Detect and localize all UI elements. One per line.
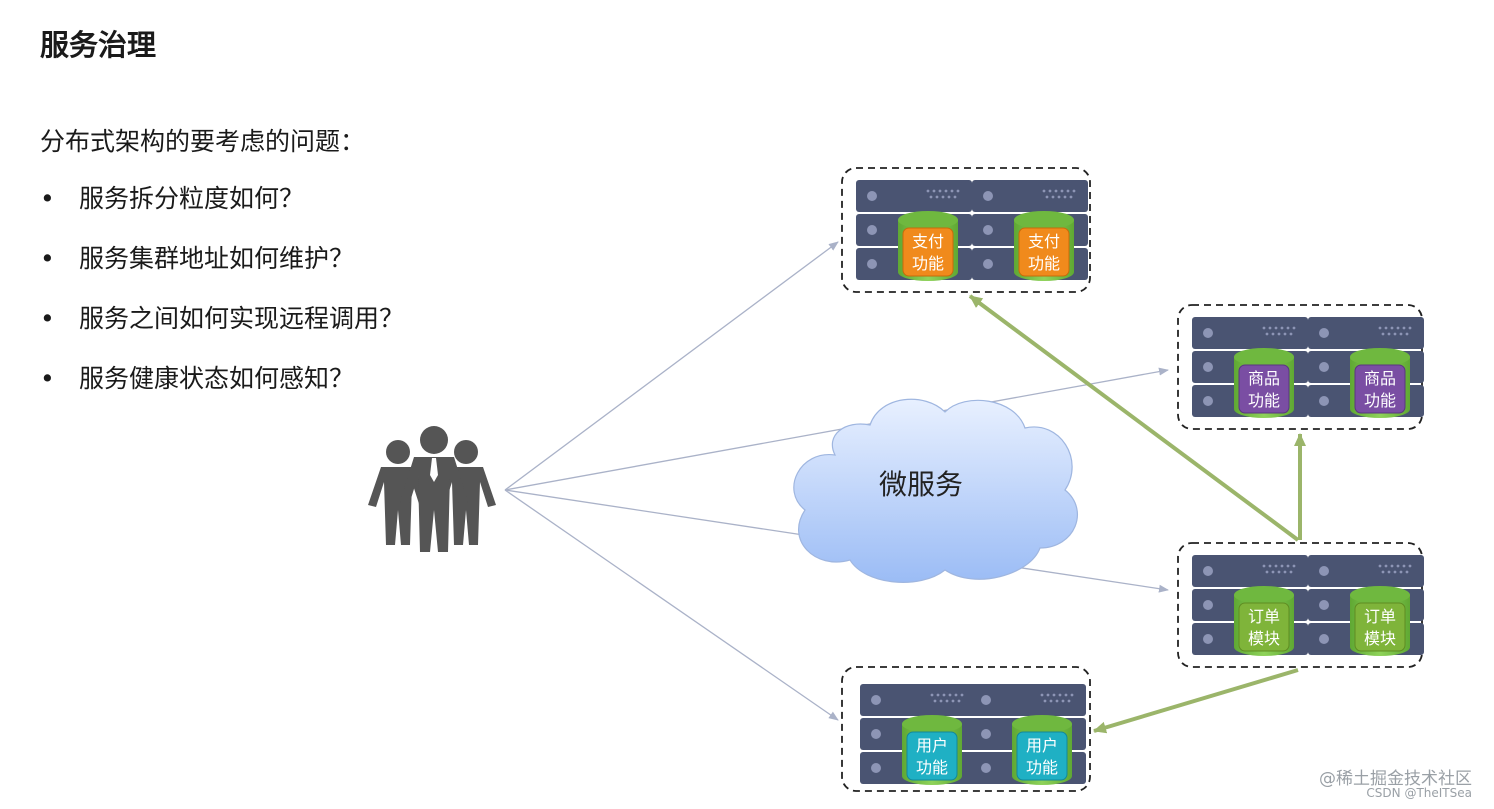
bullet-marker: • [40,244,55,273]
module-label-line1: 用户 [916,736,948,755]
module-label-line2: 功能 [1364,391,1396,410]
service-call-arrows [968,294,1306,734]
module-label-line1: 商品 [1248,369,1280,388]
product-cluster: 商品 功能 商品 功能 [1177,304,1424,430]
question-text: 服务集群地址如何维护？ [79,244,355,273]
arrow-to-product [504,367,1169,491]
module-label-line2: 功能 [1028,254,1060,273]
question-item: • 服务之间如何实现远程调用？ [40,300,404,360]
arrow-order-to-payment [968,294,1300,542]
server-rack-icon: 支付 功能 [972,180,1088,281]
order-cluster: 订单 模块 订单 模块 [1177,542,1424,668]
module-label-line1: 支付 [912,232,944,251]
question-heading: 分布式架构的要考虑的问题： [40,127,366,156]
module-label-line1: 用户 [1026,736,1058,755]
user-cluster: 用户 功能 用户 功能 [841,666,1091,792]
cloud-label: 微服务 [879,468,963,501]
question-text: 服务拆分粒度如何？ [79,184,305,213]
server-rack-icon: 订单 模块 [1192,555,1308,656]
server-rack-icon: 商品 功能 [1308,317,1424,418]
question-item: • 服务健康状态如何感知？ [40,360,404,420]
question-list: • 服务拆分粒度如何？ • 服务集群地址如何维护？ • 服务之间如何实现远程调用？ •… [40,180,404,420]
watermark-csdn: CSDN @TheITSea [1366,786,1472,800]
server-rack-icon: 商品 功能 [1192,317,1308,418]
question-text: 服务之间如何实现远程调用？ [79,304,405,333]
module-label-line1: 支付 [1028,232,1060,251]
server-rack-icon: 用户 功能 [970,684,1086,785]
module-label-line2: 功能 [916,758,948,777]
server-rack-icon: 订单 模块 [1308,555,1424,656]
server-rack-icon: 支付 功能 [856,180,972,281]
bullet-marker: • [40,364,55,393]
bullet-marker: • [40,304,55,333]
arrow-order-to-user [1093,668,1299,734]
arrow-to-user [504,489,839,721]
server-rack-icon: 用户 功能 [860,684,976,785]
module-label-line2: 功能 [1026,758,1058,777]
people-group-icon [368,426,496,552]
page-title: 服务治理 [40,28,157,62]
question-item: • 服务集群地址如何维护？ [40,240,404,300]
module-label-line1: 订单 [1248,607,1280,626]
arrow-to-payment [504,241,839,491]
module-label-line2: 功能 [1248,391,1280,410]
question-text: 服务健康状态如何感知？ [79,364,355,393]
module-label-line1: 商品 [1364,369,1396,388]
module-label-line1: 订单 [1364,607,1396,626]
payment-cluster: 支付 功能 支付 功能 [841,167,1091,293]
cloud-icon [793,398,1078,583]
module-label-line2: 模块 [1248,629,1280,648]
bullet-marker: • [40,184,55,213]
watermark-juejin: @稀土掘金技术社区 [1319,769,1472,789]
question-item: • 服务拆分粒度如何？ [40,180,404,240]
module-label-line2: 功能 [912,254,944,273]
module-label-line2: 模块 [1364,629,1396,648]
